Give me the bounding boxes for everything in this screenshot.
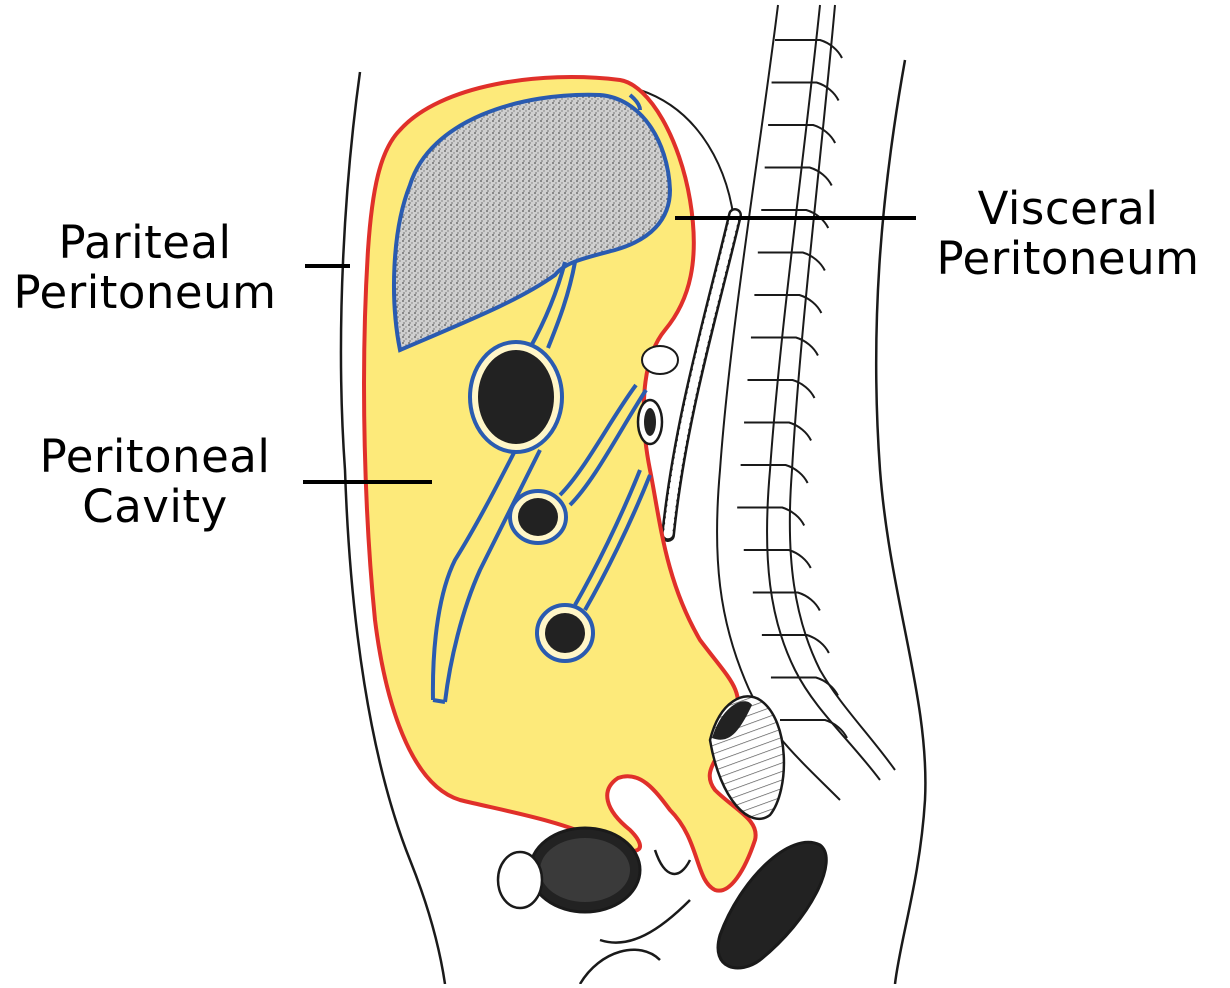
vertebra-mark <box>754 294 823 314</box>
visceral-label-line1: Visceral <box>977 182 1159 235</box>
vertebra-mark <box>770 676 839 696</box>
bowel-loops <box>468 340 679 663</box>
back-outline <box>874 59 927 985</box>
vertebra-mark <box>747 379 816 399</box>
cavity-label-line1: Peritoneal <box>39 430 271 483</box>
vertebra-mark <box>757 251 826 271</box>
abdominal-wall-outline <box>339 71 447 985</box>
vertebra-mark <box>761 634 830 654</box>
vertebra-mark <box>740 464 809 484</box>
parietal-label-line1: Pariteal <box>58 216 232 269</box>
visceral-peritoneum-label: Visceral Peritoneum <box>918 184 1218 284</box>
parietal-peritoneum-label: Pariteal Peritoneum <box>0 218 290 318</box>
vertebra-mark <box>775 39 843 59</box>
liver <box>392 92 673 353</box>
cavity-label-line2: Cavity <box>82 480 228 533</box>
vertebra-mark <box>744 421 812 441</box>
visceral-peritoneum-strands <box>430 261 652 704</box>
vertebra-mark <box>743 549 812 569</box>
vertebra-mark <box>768 124 837 144</box>
vertebra-mark <box>764 166 833 186</box>
spine <box>716 4 896 801</box>
vertebra-mark <box>737 506 806 526</box>
parietal-label-line2: Peritoneum <box>13 266 277 319</box>
vertebra-mark <box>752 591 821 611</box>
vertebra-mark <box>750 336 819 356</box>
visceral-label-line2: Peritoneum <box>936 232 1200 285</box>
pelvic-organs <box>496 695 828 985</box>
liver-diaphragm-notch <box>628 93 642 111</box>
vertebra-mark <box>780 719 848 739</box>
vertebra-mark <box>771 81 840 101</box>
peritoneal-cavity-label: Peritoneal Cavity <box>20 432 290 532</box>
